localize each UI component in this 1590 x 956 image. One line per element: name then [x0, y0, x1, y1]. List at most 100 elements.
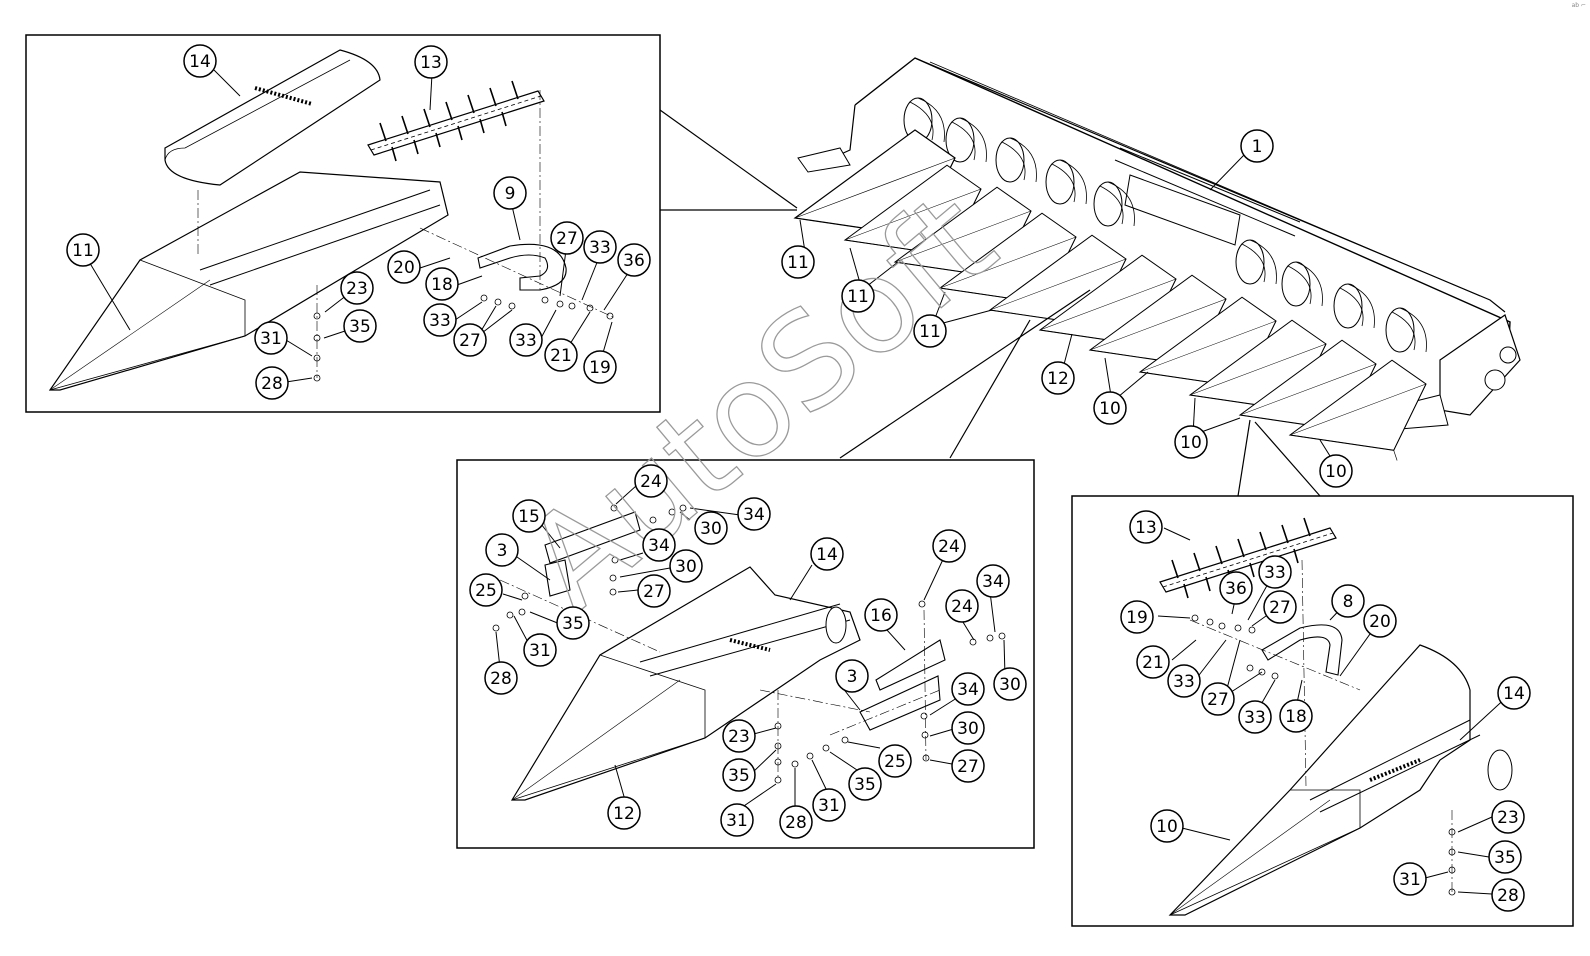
callout-circle — [722, 758, 756, 792]
callout-number: 27 — [1269, 598, 1291, 618]
callout-circle — [66, 233, 100, 267]
callout-circle — [1258, 555, 1292, 589]
part-callout-13: 13 — [1129, 510, 1163, 544]
callout-circle — [1393, 862, 1427, 896]
callout-number: 19 — [1126, 608, 1148, 628]
callout-circle — [340, 271, 374, 305]
callout-number: 3 — [847, 667, 858, 687]
inset-connector-lines — [659, 109, 1321, 497]
callout-circle — [414, 45, 448, 79]
callout-number: 31 — [529, 641, 551, 661]
callout-number: 24 — [640, 472, 662, 492]
callout-number: 11 — [787, 253, 809, 273]
callout-number: 15 — [518, 507, 540, 527]
part-callout-28: 28 — [255, 366, 289, 400]
callout-circle — [387, 250, 421, 284]
part-callout-24: 24 — [634, 464, 668, 498]
part-callout-11: 11 — [841, 279, 875, 313]
callout-number: 21 — [550, 346, 572, 366]
callout-number: 24 — [951, 597, 973, 617]
callout-circle — [812, 788, 846, 822]
part-callout-33: 33 — [1238, 700, 1272, 734]
part-callout-18: 18 — [425, 267, 459, 301]
callout-number: 31 — [260, 329, 282, 349]
callout-circle — [1363, 604, 1397, 638]
part-callout-28: 28 — [779, 805, 813, 839]
part-callout-35: 35 — [722, 758, 756, 792]
part-callout-35: 35 — [848, 767, 882, 801]
inset-center-row-unit — [456, 459, 1035, 849]
callout-number: 33 — [1173, 672, 1195, 692]
callout-number: 10 — [1325, 462, 1347, 482]
part-callout-19: 19 — [1120, 600, 1154, 634]
callout-circle — [669, 549, 703, 583]
part-callout-31: 31 — [812, 788, 846, 822]
callout-number: 16 — [870, 606, 892, 626]
callout-circle — [1331, 584, 1365, 618]
part-callout-23: 23 — [340, 271, 374, 305]
part-callout-31: 31 — [1393, 862, 1427, 896]
callout-circle — [1240, 129, 1274, 163]
part-callout-18: 18 — [1279, 699, 1313, 733]
callout-number: 34 — [648, 536, 670, 556]
part-callout-27: 27 — [550, 221, 584, 255]
part-callout-8: 8 — [1331, 584, 1365, 618]
part-callout-35: 35 — [556, 606, 590, 640]
corner-mark: ab ⌐ — [1571, 2, 1586, 9]
callout-number: 35 — [562, 614, 584, 634]
part-callout-10: 10 — [1093, 391, 1127, 425]
callout-number: 20 — [1369, 612, 1391, 632]
callout-circle — [423, 303, 457, 337]
callout-circle — [607, 796, 641, 830]
callout-number: 25 — [475, 581, 497, 601]
callout-circle — [453, 323, 487, 357]
callout-circle — [484, 661, 518, 695]
callout-circle — [1136, 645, 1170, 679]
callout-number: 33 — [1244, 708, 1266, 728]
part-callout-34: 34 — [951, 672, 985, 706]
callout-number: 31 — [1399, 870, 1421, 890]
callout-circle — [993, 667, 1027, 701]
callout-number: 10 — [1180, 433, 1202, 453]
part-callout-34: 34 — [642, 528, 676, 562]
callout-circle — [544, 338, 578, 372]
callout-number: 36 — [1225, 579, 1247, 599]
part-callout-23: 23 — [722, 719, 756, 753]
part-callout-30: 30 — [669, 549, 703, 583]
callout-number: 35 — [349, 317, 371, 337]
callout-number: 14 — [189, 52, 211, 72]
callout-circle — [722, 719, 756, 753]
callout-circle — [878, 744, 912, 778]
callout-number: 35 — [728, 766, 750, 786]
callout-circle — [1491, 878, 1525, 912]
callout-circle — [1150, 809, 1184, 843]
callout-circle — [1491, 800, 1525, 834]
part-callout-35: 35 — [343, 309, 377, 343]
callout-number: 28 — [1497, 886, 1519, 906]
callout-circle — [951, 711, 985, 745]
callout-number: 30 — [675, 557, 697, 577]
callout-number: 3 — [497, 541, 508, 561]
callout-number: 30 — [957, 719, 979, 739]
callout-circle — [512, 499, 546, 533]
callout-circle — [1263, 590, 1297, 624]
part-callout-25: 25 — [469, 573, 503, 607]
part-callout-27: 27 — [637, 574, 671, 608]
part-callout-36: 36 — [617, 243, 651, 277]
callout-circle — [694, 511, 728, 545]
part-callout-27: 27 — [1263, 590, 1297, 624]
part-callout-3: 3 — [485, 533, 519, 567]
callout-number: 23 — [728, 727, 750, 747]
callout-number: 25 — [884, 752, 906, 772]
part-callout-13: 13 — [414, 45, 448, 79]
callout-circle — [913, 314, 947, 348]
callout-number: 28 — [261, 374, 283, 394]
callout-circle — [951, 672, 985, 706]
callout-circle — [835, 659, 869, 693]
callout-number: 34 — [957, 680, 979, 700]
part-callout-20: 20 — [1363, 604, 1397, 638]
callout-circle — [1041, 361, 1075, 395]
part-callout-23: 23 — [1491, 800, 1525, 834]
callout-number: 10 — [1099, 399, 1121, 419]
part-callout-31: 31 — [254, 321, 288, 355]
